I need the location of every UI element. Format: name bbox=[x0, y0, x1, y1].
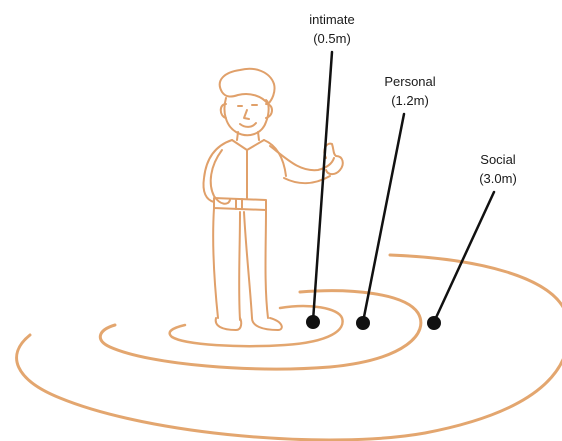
social-pointer-line bbox=[432, 190, 496, 324]
social-marker-dot bbox=[427, 316, 441, 330]
personal-zone-name: Personal bbox=[384, 74, 436, 89]
intimate-pointer-line bbox=[311, 50, 334, 323]
intimate-zone-name: intimate bbox=[309, 12, 355, 27]
intimate-zone-ring bbox=[168, 304, 344, 348]
intimate-zone-distance: (0.5m) bbox=[313, 31, 351, 46]
intimate-marker-dot bbox=[306, 315, 320, 329]
personal-pointer-line bbox=[361, 112, 406, 324]
personal-zone-ring bbox=[99, 289, 423, 371]
personal-zone-distance: (1.2m) bbox=[391, 93, 429, 108]
person-figure bbox=[202, 67, 344, 331]
social-zone-name: Social bbox=[480, 152, 516, 167]
social-zone-distance: (3.0m) bbox=[479, 171, 517, 186]
personal-zone-label: Personal (1.2m) bbox=[355, 72, 465, 110]
intimate-zone-label: intimate (0.5m) bbox=[277, 10, 387, 48]
social-zone-ring bbox=[15, 253, 562, 441]
social-zone-label: Social (3.0m) bbox=[443, 150, 553, 188]
personal-marker-dot bbox=[356, 316, 370, 330]
